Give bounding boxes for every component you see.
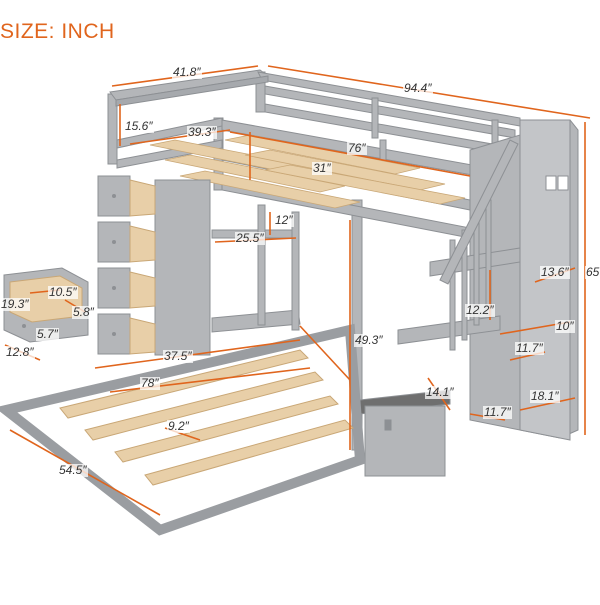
label-lower-clearance: 49.3″ — [354, 333, 384, 347]
label-step-box: 14.1″ — [425, 385, 455, 399]
label-step-inner: 11.7″ — [515, 341, 544, 355]
label-step-rise: 12.2″ — [465, 303, 495, 317]
stair-storage-box — [364, 405, 446, 477]
drawer-knob-4 — [112, 332, 116, 336]
label-drawer-width-small: 10.5″ — [48, 285, 78, 299]
label-guardrail-height: 15.6″ — [124, 119, 154, 133]
staircase — [359, 119, 579, 477]
label-drawer-inner: 5.8″ — [72, 305, 95, 319]
label-drawer-width: 12.8″ — [5, 345, 35, 359]
label-step-bottom: 18.1″ — [530, 389, 560, 403]
drawer-knob-3 — [112, 286, 116, 290]
cabinet-body — [154, 179, 211, 356]
lower-slat-1 — [59, 349, 309, 419]
label-upper-clearance: 31″ — [312, 161, 332, 175]
drawer-knob-1 — [112, 194, 116, 198]
drawer-cabinet — [97, 175, 211, 356]
label-drawer-height: 5.7″ — [36, 327, 59, 341]
label-upper-inner-width: 39.3″ — [187, 125, 217, 139]
label-step-width-10: 10″ — [555, 319, 575, 333]
label-total-length: 94.4″ — [403, 81, 433, 95]
label-step-gap: 11.7″ — [483, 405, 512, 419]
label-total-height: 65 — [585, 265, 600, 279]
label-upper-inner-length: 76″ — [347, 141, 367, 155]
label-lower-length: 78″ — [140, 376, 160, 390]
label-lower-inner-width: 37.5″ — [163, 349, 193, 363]
loft-bed-frame — [107, 69, 521, 451]
label-lower-width: 54.5″ — [58, 463, 88, 477]
lower-bed-frame — [0, 323, 366, 536]
label-step-depth: 13.6″ — [540, 265, 570, 279]
label-shelf-width: 25.5″ — [235, 231, 265, 245]
label-drawer-depth: 19.3″ — [0, 297, 30, 311]
size-unit-title: SIZE: INCH — [0, 20, 115, 43]
label-top-width: 41.8″ — [172, 65, 202, 79]
label-slat-gap: 9.2″ — [167, 419, 190, 433]
lower-frame-outline — [0, 323, 366, 536]
stair-handrail — [439, 139, 519, 285]
drawer-knob-2 — [112, 240, 116, 244]
shelf-bottom — [211, 309, 301, 333]
label-shelf-height: 12″ — [274, 213, 294, 227]
